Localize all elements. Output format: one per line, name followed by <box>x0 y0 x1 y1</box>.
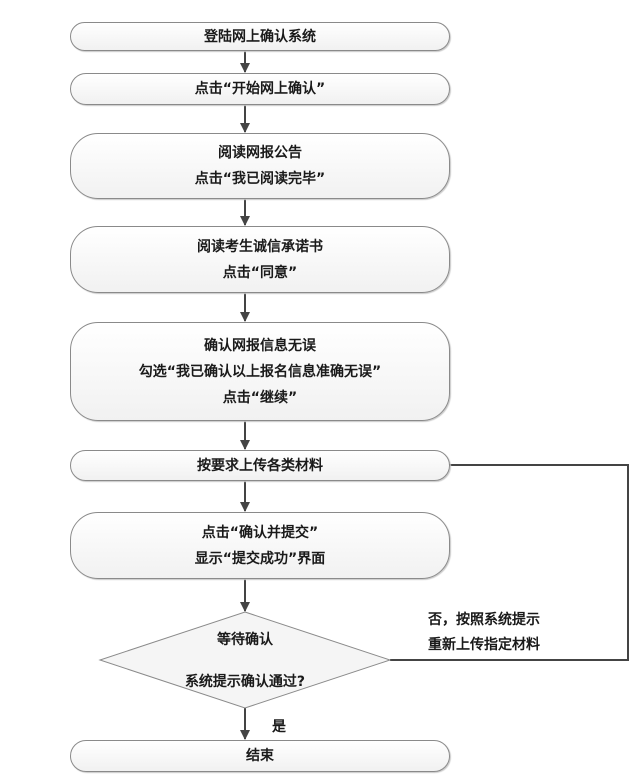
step-read-pledge: 阅读考生诚信承诺书 点击“同意” <box>70 226 450 293</box>
step-read-notice: 阅读网报公告 点击“我已阅读完毕” <box>70 133 450 199</box>
step-verify-info: 确认网报信息无误 勾选“我已确认以上报名信息准确无误” 点击“继续” <box>70 322 450 421</box>
step-text: 点击“同意” <box>222 264 298 281</box>
step-text: 登陆网上确认系统 <box>204 28 316 45</box>
step-login: 登陆网上确认系统 <box>70 22 450 51</box>
step-text: 阅读考生诚信承诺书 <box>197 238 323 255</box>
step-text: 显示“提交成功”界面 <box>194 550 326 567</box>
step-text: 点击“继续” <box>222 389 298 406</box>
step-end: 结束 <box>70 740 450 772</box>
step-upload-materials: 按要求上传各类材料 <box>70 450 450 481</box>
step-start-confirm: 点击“开始网上确认” <box>70 73 450 105</box>
step-submit: 点击“确认并提交” 显示“提交成功”界面 <box>70 512 450 579</box>
step-text: 确认网报信息无误 <box>204 337 316 354</box>
step-text: 点击“确认并提交” <box>201 524 319 541</box>
decision-diamond <box>98 611 392 709</box>
step-text: 按要求上传各类材料 <box>197 457 323 474</box>
step-text: 阅读网报公告 <box>218 145 302 161</box>
step-text: 点击“我已阅读完毕” <box>194 171 326 187</box>
decision-text-2: 系统提示确认通过? <box>184 674 306 690</box>
decision-text-1: 等待确认 <box>217 632 273 648</box>
yes-label: 是 <box>272 719 286 735</box>
no-branch-text-1: 否，按照系统提示 <box>428 612 540 628</box>
no-branch-text-2: 重新上传指定材料 <box>428 637 540 653</box>
step-text: 点击“开始网上确认” <box>194 81 326 97</box>
end-text: 结束 <box>246 748 274 764</box>
loop-back-arrow <box>390 460 629 661</box>
step-text: 勾选“我已确认以上报名信息准确无误” <box>138 363 382 380</box>
